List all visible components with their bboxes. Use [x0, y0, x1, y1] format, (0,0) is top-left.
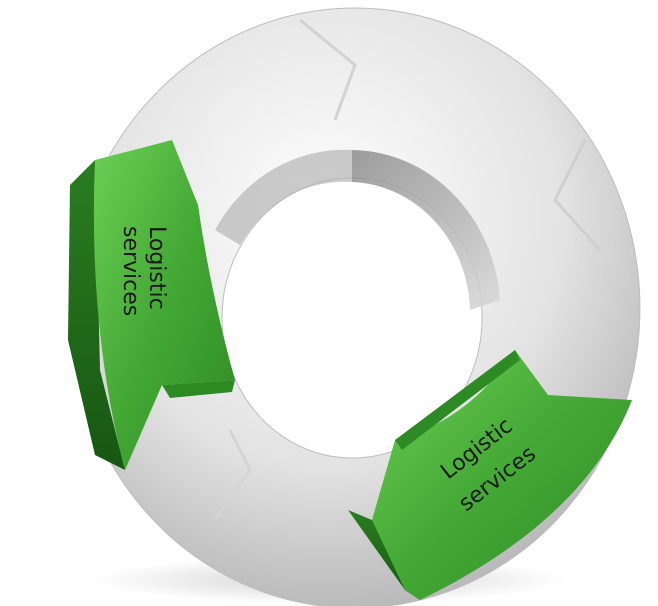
ring-seam-bottom: [213, 429, 252, 521]
segment-left-label-line2: services: [118, 226, 143, 316]
segment-left[interactable]: Logistic services: [68, 140, 235, 470]
segment-left-arrow-edge: [162, 380, 235, 398]
segment-left-face: [93, 140, 235, 470]
segment-left-label-line1: Logistic: [144, 226, 169, 310]
ring-seam-right: [553, 139, 602, 252]
ring-seam-top: [299, 18, 357, 121]
ring-inner-wall-left: [215, 149, 352, 245]
segment-right[interactable]: Logistic services: [348, 350, 632, 600]
ring-inner-wall: [352, 150, 500, 310]
segment-right-face: [372, 350, 632, 600]
segment-left-side: [68, 160, 125, 470]
segment-right-top-edge: [395, 350, 520, 450]
